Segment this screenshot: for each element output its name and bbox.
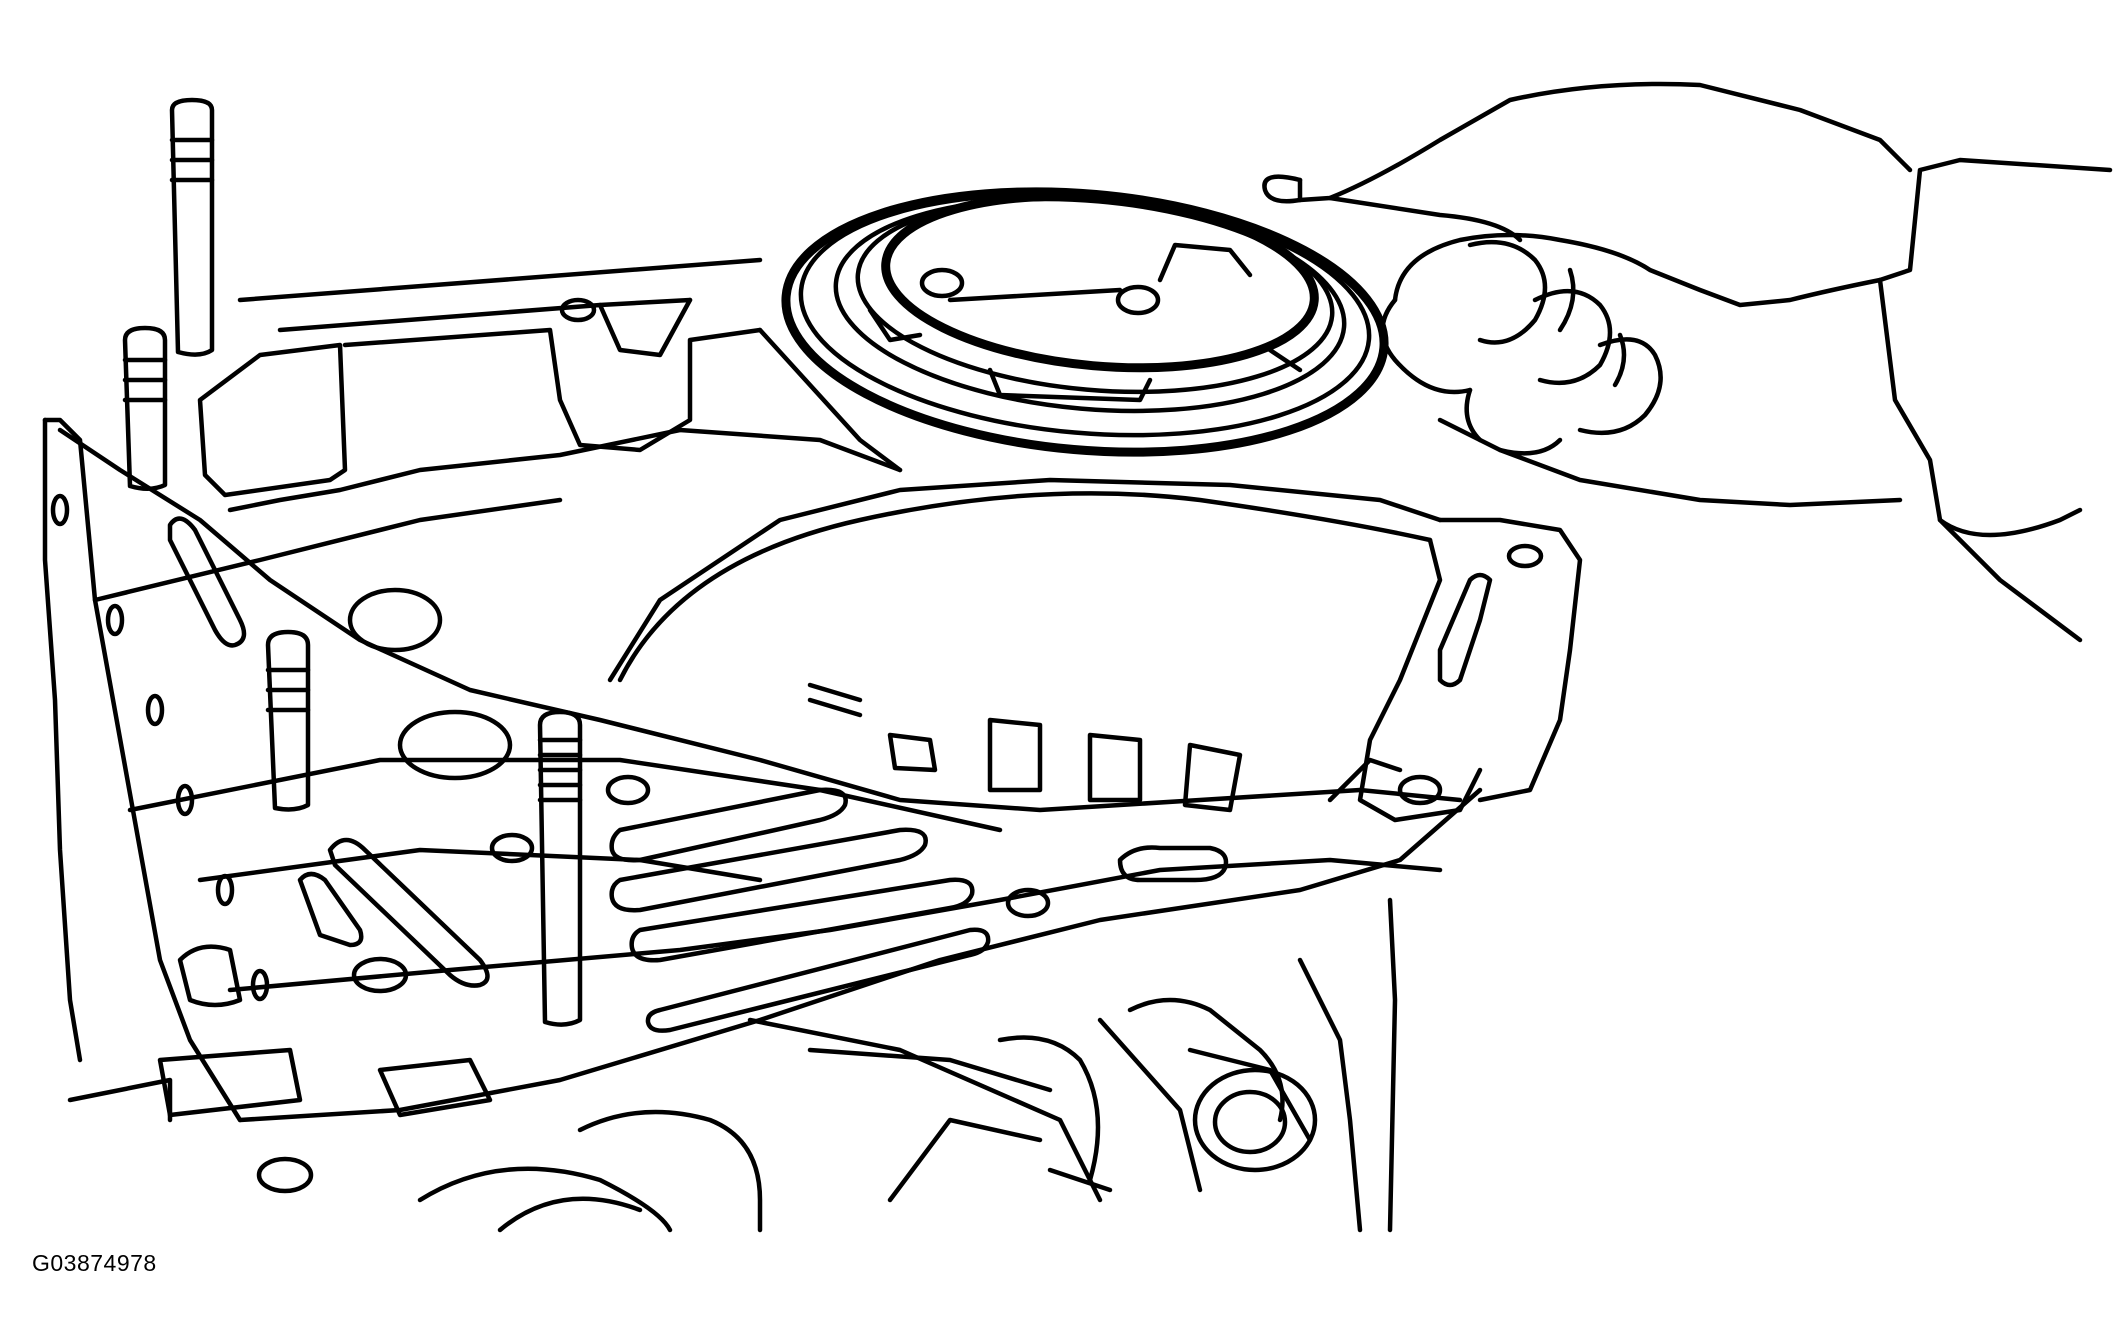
inner-housing [617, 491, 1433, 813]
hand [1262, 81, 2113, 643]
oil-seal [781, 187, 1389, 457]
guide-stud-3 [265, 629, 311, 812]
gasket-plate [50, 297, 1544, 1194]
transmission-case [42, 257, 1583, 1123]
guide-stud-4 [537, 709, 583, 1027]
guide-stud-2 [122, 325, 168, 491]
figure-code: G03874978 [32, 1250, 157, 1276]
guide-stud-1 [169, 97, 215, 357]
case-lower-details [67, 897, 1398, 1233]
